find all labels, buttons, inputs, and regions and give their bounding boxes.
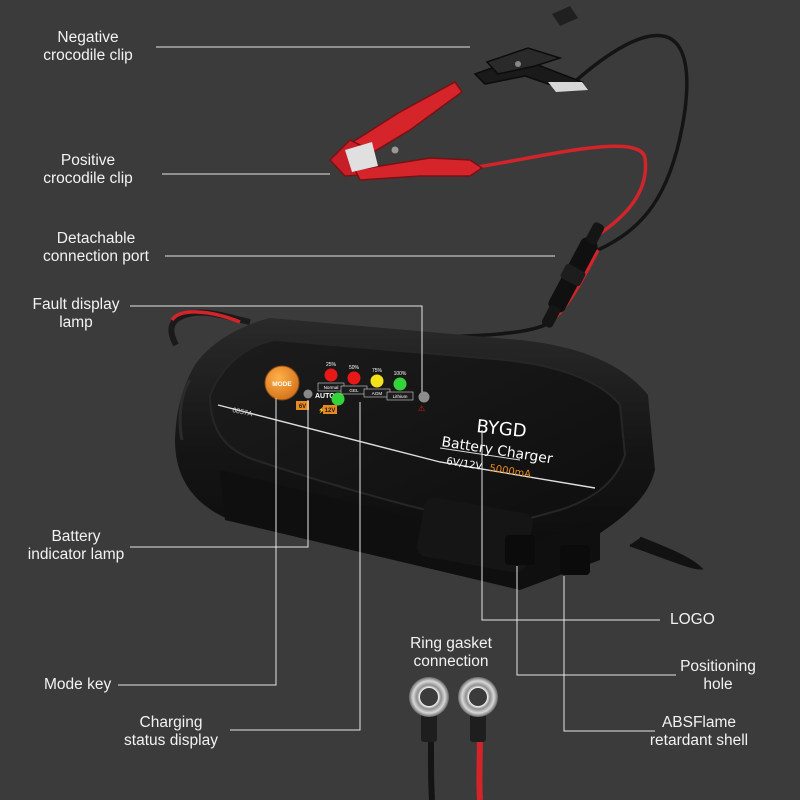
battery-level-led (347, 371, 361, 385)
label-battery-lamp: Battery indicator lamp (27, 528, 125, 563)
leader-lines (118, 46, 676, 732)
detachable-connector (541, 222, 605, 328)
leader-charging (230, 402, 361, 731)
leader-mode (118, 398, 277, 686)
level-label: 50% (349, 365, 360, 371)
leader-battery (130, 400, 309, 548)
level-label: 25% (326, 362, 337, 368)
battery-type-label: Lithium (393, 394, 408, 399)
battery-type-label: GEL (349, 388, 359, 393)
battery-level-led (393, 377, 407, 391)
battery-type-box (386, 391, 414, 401)
positive-clip (328, 81, 484, 181)
negative-clip (473, 6, 588, 92)
level-label: 75% (372, 368, 383, 374)
battery-type-label: AGM (372, 391, 383, 396)
fault-lamp: ⚠ (418, 391, 430, 413)
label-positive-clip: Positive crocodile clip (43, 152, 133, 187)
auto-led (331, 392, 345, 406)
leader-logo (481, 430, 660, 621)
label-fault-lamp: Fault display lamp (32, 296, 120, 331)
brand-logo: BYGD (475, 416, 527, 442)
mode-6v-label: 6V (299, 404, 306, 410)
label-connection-port: Detachable connection port (43, 230, 149, 265)
battery-level-led (370, 374, 384, 388)
leader-fault (130, 305, 423, 392)
lightning-icon: ⚡ (318, 406, 325, 414)
auto-label: AUTO (315, 393, 335, 400)
label-ring-gasket: Ring gasket connection (410, 635, 492, 670)
warning-icon: ⚠ (418, 404, 425, 413)
battery-type-label: Normal (324, 385, 339, 390)
mode-button-text: MODE (272, 381, 292, 388)
leader-hole (516, 566, 676, 676)
level-label: 100% (394, 371, 407, 377)
label-positioning-hole: Positioning hole (680, 658, 756, 693)
battery-level-led (324, 368, 338, 382)
model-number: 6857A (232, 407, 254, 418)
mode-indicators: AUTO 6V ⚡ 12V (296, 389, 345, 414)
mode-12v-label: 12V (325, 408, 336, 414)
label-mode-key: Mode key (44, 676, 112, 693)
mode-button[interactable]: MODE (264, 365, 300, 401)
label-charging-status: Charging status display (124, 714, 218, 749)
mode-6v-led (303, 389, 313, 399)
label-logo: LOGO (670, 611, 715, 628)
ring-terminals (409, 677, 498, 800)
battery-indicator-leds: 25% Normal 50% GEL 75% AGM 100% Lithium (317, 362, 414, 401)
label-abs-shell: ABSFlame retardant shell (649, 714, 749, 749)
charger-body (175, 318, 655, 590)
label-negative-clip: Negative crocodile clip (43, 29, 133, 64)
leader-shell (563, 576, 655, 732)
